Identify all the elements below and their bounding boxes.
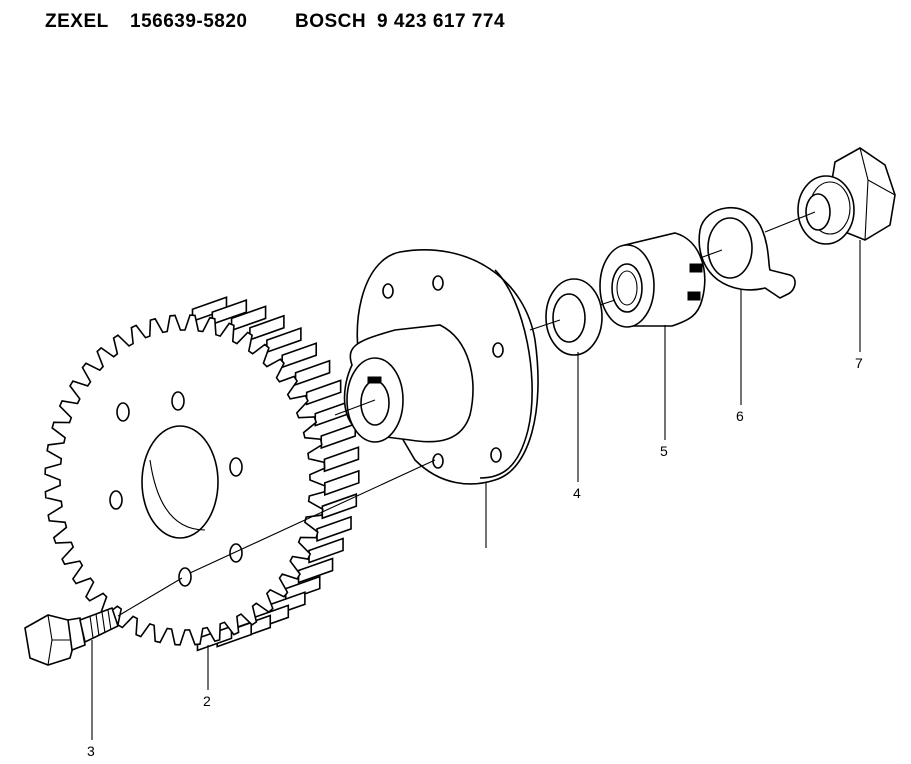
- assembly-line-bolt: [117, 577, 183, 617]
- hub-keyway: [367, 376, 382, 384]
- bolt-shank: [79, 606, 119, 644]
- hub-bolt-hole: [492, 342, 504, 358]
- gear-teeth-side: [191, 296, 360, 652]
- assembly-line-nut: [764, 211, 816, 233]
- gear-bore-depth: [149, 459, 206, 531]
- bolt-threads: [89, 609, 112, 639]
- lock-washer: [698, 207, 796, 299]
- sleeve-thread-inner: [616, 270, 638, 306]
- callout-labels: 2 3 4 5 6 7: [87, 355, 863, 759]
- hub-flange: [343, 249, 539, 485]
- lock-washer-hole: [707, 217, 753, 279]
- hub-bolt-hole: [432, 453, 444, 469]
- bolt: [24, 606, 119, 666]
- gear-tooth-side: [297, 557, 334, 584]
- callout-2: 2: [203, 693, 211, 709]
- hex-nut: [797, 147, 896, 245]
- washer-inner: [552, 293, 586, 343]
- sleeve-notch: [689, 263, 703, 273]
- hub-bolt-hole: [382, 283, 394, 299]
- callout-6: 6: [736, 408, 744, 424]
- nut-hex-edges: [859, 147, 896, 241]
- gear-bolt-hole: [109, 490, 123, 510]
- gear-tooth-side: [323, 446, 360, 473]
- header-brand-bosch: BOSCH: [295, 11, 366, 32]
- leader-lines: [91, 240, 861, 740]
- timing-gear: [44, 296, 360, 652]
- hub-flange-rim: [479, 269, 533, 479]
- nut-bore: [805, 193, 831, 231]
- gear-bolt-hole: [171, 391, 185, 411]
- callout-3: 3: [87, 743, 95, 759]
- hub-bolt-hole: [490, 447, 502, 463]
- gear-tooth-side: [316, 515, 352, 543]
- washer: [545, 278, 603, 356]
- callout-5: 5: [660, 443, 668, 459]
- assembly-line-gear-hub: [189, 459, 436, 574]
- gear-bolt-hole: [116, 402, 130, 422]
- threaded-sleeve: [599, 232, 706, 328]
- gear-center-bore: [141, 425, 219, 539]
- header: ZEXEL 156639-5820 BOSCH 9 423 617 774: [45, 11, 505, 32]
- assembly-line-washer: [529, 319, 561, 331]
- gear-bolt-hole: [229, 543, 243, 563]
- gear-tooth-side: [320, 422, 357, 450]
- gear-tooth-side: [308, 537, 344, 564]
- gear-tooth-side: [323, 469, 360, 496]
- hub-bore: [360, 380, 390, 426]
- sleeve-notch: [687, 291, 701, 301]
- gear-bolt-hole: [178, 567, 192, 587]
- header-part-number-bosch: 9 423 617 774: [377, 11, 505, 32]
- header-brand-zexel: ZEXEL: [45, 11, 109, 32]
- gear-tooth-side: [284, 575, 321, 602]
- callout-7: 7: [855, 355, 863, 371]
- assembly-lines: [117, 211, 816, 617]
- callout-4: 4: [573, 485, 581, 501]
- assembly-line-lock-washer: [699, 249, 723, 259]
- gear-tooth-side: [321, 493, 358, 520]
- gear-bolt-hole: [229, 457, 243, 477]
- assembly-line-sleeve: [599, 299, 616, 306]
- hub-bolt-hole: [432, 275, 444, 291]
- gear-bolt-holes: [109, 391, 243, 587]
- gear-tooth-side: [281, 342, 318, 369]
- assembly-line-hub-bore: [334, 399, 376, 416]
- header-part-number-zexel: 156639-5820: [130, 11, 248, 32]
- gear-tooth-side: [305, 379, 342, 406]
- gear-tooth-side: [294, 359, 331, 386]
- bolt-head-edges: [47, 614, 75, 666]
